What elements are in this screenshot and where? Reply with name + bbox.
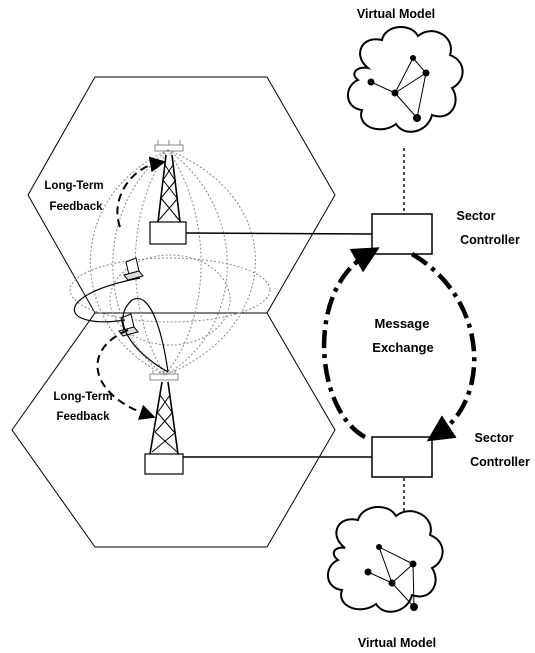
- feedback-top-label-line1: Long-Term: [44, 180, 103, 192]
- virtual-model-bottom-label: Virtual Model: [358, 636, 436, 650]
- feedback-bottom-label-line2: Feedback: [56, 411, 110, 423]
- sector-controller-top-label-line2: Controller: [460, 233, 520, 247]
- top-virtual-model-cloud: [347, 26, 464, 133]
- top-base-station-tower: [149, 140, 187, 245]
- top-feedback-arrow: [116, 156, 166, 228]
- feedback-top-label-line2: Feedback: [49, 201, 103, 213]
- sector-controller-bottom-label-line1: Sector: [475, 431, 514, 445]
- feedback-bottom-label-line1: Long-Term: [53, 391, 112, 403]
- top-sector-controller-box: [371, 213, 433, 255]
- user-association-loops: [73, 277, 169, 373]
- bottom-virtual-model-cloud: [327, 506, 444, 613]
- message-exchange-left-arc: [321, 247, 380, 439]
- top-backhaul-link: [185, 232, 373, 235]
- sector-controller-bottom-label-line2: Controller: [470, 455, 530, 469]
- virtual-model-top-label: Virtual Model: [357, 7, 435, 21]
- bottom-sector-controller-box: [371, 436, 433, 478]
- message-exchange-label-line1: Message: [375, 316, 430, 331]
- bottom-feedback-arrow: [96, 329, 156, 420]
- laptop-icon: [123, 257, 144, 281]
- top-hexagon-cell: [27, 76, 336, 314]
- bottom-hexagon-cell: [11, 312, 336, 548]
- message-exchange-label-line2: Exchange: [372, 340, 433, 355]
- bottom-base-station-tower: [144, 370, 184, 475]
- sector-controller-top-label-line1: Sector: [457, 209, 496, 223]
- message-exchange-right-arc: [410, 252, 477, 442]
